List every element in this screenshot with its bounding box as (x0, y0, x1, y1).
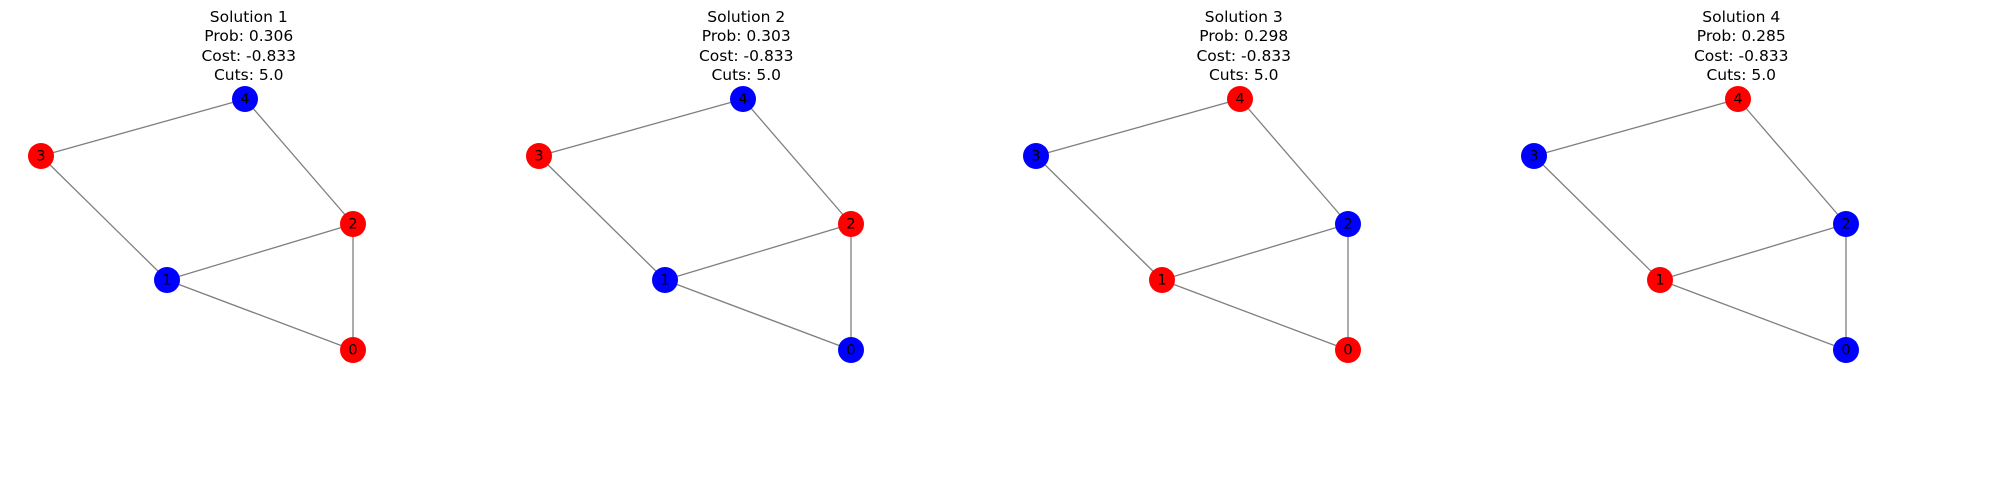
node-circle[interactable] (340, 211, 366, 237)
node-label: 3 (36, 149, 45, 165)
graph-node[interactable]: 3 (28, 143, 54, 169)
node-circle[interactable] (1335, 337, 1361, 363)
node-label: 4 (1733, 92, 1742, 108)
graph-edge (244, 98, 354, 225)
graph-node[interactable]: 3 (1520, 143, 1547, 169)
graph-edge (1161, 279, 1349, 351)
graph-node[interactable]: 1 (1149, 267, 1175, 293)
graph-node[interactable]: 1 (651, 267, 678, 293)
graph-node[interactable]: 0 (1335, 337, 1361, 363)
graph-node[interactable]: 0 (340, 337, 366, 363)
graph-edge (664, 223, 851, 281)
graph-edge (1035, 155, 1163, 281)
edge-group (538, 98, 852, 351)
graph-node[interactable]: 3 (525, 143, 552, 169)
node-label: 0 (1343, 343, 1352, 359)
node-label: 3 (1529, 149, 1538, 165)
graph-edge (1533, 155, 1660, 281)
edge-group (1035, 98, 1349, 351)
node-label: 4 (738, 92, 747, 108)
node-label: 3 (534, 149, 543, 165)
node-circle[interactable] (525, 143, 552, 169)
node-circle[interactable] (729, 86, 756, 112)
node-label: 0 (1841, 343, 1850, 359)
node-label: 4 (1235, 92, 1244, 108)
graph-node[interactable]: 2 (1335, 211, 1361, 237)
graph-canvas: 0 1 2 3 4 (28, 86, 366, 363)
node-group: 0 1 2 3 4 (525, 86, 864, 363)
node-label: 1 (660, 273, 669, 289)
graph-edge (538, 98, 743, 157)
node-circle[interactable] (28, 143, 54, 169)
graph-node[interactable]: 4 (1724, 86, 1751, 112)
graph-edge (1659, 223, 1846, 281)
graph-node[interactable]: 0 (837, 337, 864, 363)
graph-edge (40, 155, 168, 281)
graph-edge (1161, 223, 1349, 281)
graph-node[interactable]: 2 (837, 211, 864, 237)
node-label: 4 (240, 92, 249, 108)
node-circle[interactable] (1149, 267, 1175, 293)
node-circle[interactable] (1646, 267, 1673, 293)
graph-edge (1239, 98, 1349, 225)
graph-canvas: 0 1 2 3 4 (1023, 86, 1361, 363)
graph-edge (1737, 98, 1846, 225)
node-circle[interactable] (154, 267, 180, 293)
node-circle[interactable] (837, 337, 864, 363)
edge-group (40, 98, 354, 351)
node-circle[interactable] (651, 267, 678, 293)
node-circle[interactable] (1227, 86, 1253, 112)
node-circle[interactable] (1832, 337, 1859, 363)
node-circle[interactable] (340, 337, 366, 363)
node-circle[interactable] (1335, 211, 1361, 237)
node-label: 0 (846, 343, 855, 359)
graph-edge (166, 279, 354, 351)
graph-node[interactable]: 4 (232, 86, 258, 112)
graph-canvas: 0 1 2 3 4 (1520, 86, 1859, 363)
graph-edge (538, 155, 665, 281)
graph-node[interactable]: 1 (154, 267, 180, 293)
node-label: 1 (1655, 273, 1664, 289)
graph-node[interactable]: 3 (1023, 143, 1049, 169)
graph-node[interactable]: 4 (1227, 86, 1253, 112)
node-circle[interactable] (1023, 143, 1049, 169)
node-label: 2 (846, 217, 855, 233)
graph-node[interactable]: 2 (340, 211, 366, 237)
graph-edge (166, 223, 354, 281)
node-circle[interactable] (1724, 86, 1751, 112)
edge-group (1533, 98, 1847, 351)
graph-canvas: 0 1 2 3 4 (525, 86, 864, 363)
graph-node[interactable]: 0 (1832, 337, 1859, 363)
node-label: 2 (348, 217, 357, 233)
graph-edge (1533, 98, 1738, 157)
node-circle[interactable] (837, 211, 864, 237)
node-label: 1 (162, 273, 171, 289)
graph-node[interactable]: 1 (1646, 267, 1673, 293)
node-circle[interactable] (1832, 211, 1859, 237)
node-label: 3 (1031, 149, 1040, 165)
node-group: 0 1 2 3 4 (28, 86, 366, 363)
graph-node[interactable]: 2 (1832, 211, 1859, 237)
graph-edge (1035, 98, 1241, 157)
node-group: 0 1 2 3 4 (1023, 86, 1361, 363)
node-circle[interactable] (232, 86, 258, 112)
graph-edge (742, 98, 851, 225)
node-label: 2 (1343, 217, 1352, 233)
graph-edge (664, 279, 851, 351)
node-circle[interactable] (1520, 143, 1547, 169)
graph-edge (40, 98, 246, 157)
graph-edge (1659, 279, 1846, 351)
node-label: 2 (1841, 217, 1850, 233)
node-label: 1 (1157, 273, 1166, 289)
node-group: 0 1 2 3 4 (1520, 86, 1859, 363)
graph-node[interactable]: 4 (729, 86, 756, 112)
node-label: 0 (348, 343, 357, 359)
